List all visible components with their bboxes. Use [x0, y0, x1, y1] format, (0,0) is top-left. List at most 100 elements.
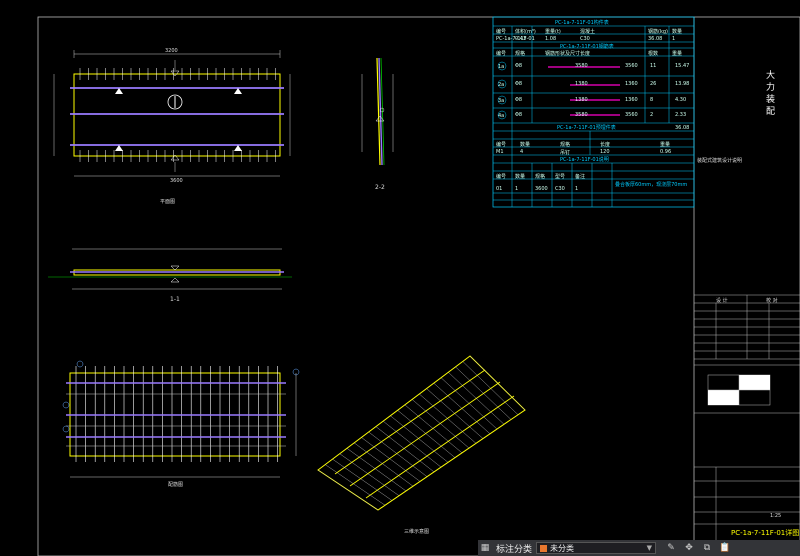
table-cell: 2 — [650, 112, 654, 118]
table-title-bot: PC-1a-7-11F-01说明 — [560, 157, 609, 163]
section-2-2 — [361, 57, 394, 166]
table-cell: 8 — [650, 97, 654, 103]
table-header-cell: 长度 — [580, 51, 591, 57]
cad-line — [346, 448, 407, 492]
category-select[interactable]: 未分类 ▼ — [536, 542, 657, 554]
cad-line — [397, 410, 456, 458]
table-header-cell: 数量 — [520, 142, 531, 148]
section-11-label: 1-1 — [170, 296, 180, 303]
table-header-cell: 编号 — [496, 142, 507, 148]
cad-line — [411, 399, 470, 449]
paste-icon[interactable]: 📋 — [719, 543, 731, 553]
iso-view-label: 三维示意图 — [404, 529, 430, 535]
table-cell: C30 — [580, 36, 590, 42]
cad-line — [375, 426, 435, 473]
table-header-cell: 钢筋形状及尺寸 — [545, 51, 581, 57]
table-header-cell: 重量(t) — [545, 29, 561, 35]
table-header-cell: 数量 — [515, 174, 526, 180]
table-header-cell: 混凝土 — [580, 29, 596, 35]
table-cell: 2a — [498, 82, 505, 88]
rebar-plan-label: 配筋图 — [168, 482, 184, 488]
copy-icon[interactable]: ⧉ — [703, 543, 711, 553]
cad-line — [419, 393, 477, 444]
table-cell: 1360 — [625, 97, 638, 103]
cad-line — [383, 420, 442, 468]
table-header-cell: 数量 — [672, 29, 683, 35]
cad-line — [332, 458, 393, 501]
table-header-cell: 规格 — [535, 174, 546, 180]
table-title-mid: PC-1a-7-11F-01钢筋表 — [560, 44, 614, 50]
category-select-value: 未分类 — [550, 543, 575, 553]
edit-icon[interactable]: ✎ — [667, 543, 675, 553]
table-header-cell: 体积(m³) — [515, 29, 536, 35]
table-cell: 0.96 — [660, 149, 672, 155]
cad-line — [361, 437, 421, 482]
title-block — [694, 294, 800, 542]
table-cell: 1380 — [575, 81, 588, 87]
cad-line — [426, 388, 484, 439]
table-header-cell: 重量 — [672, 51, 683, 57]
table-title-emb: PC-1a-7-11F-01预埋件表 — [557, 125, 616, 131]
company-name: 大力装配 — [766, 71, 776, 117]
table-cell: 01 — [496, 186, 503, 192]
section-22-label: 2-2 — [375, 184, 385, 191]
table-cell: C30 — [555, 186, 565, 192]
table-cell: 4a — [498, 113, 505, 119]
table-header-cell: 编号 — [496, 51, 507, 57]
table-cell: 26 — [650, 81, 657, 87]
category-color-swatch — [540, 544, 548, 552]
table-cell: Φ8 — [515, 97, 523, 103]
plan-view-label: 平面图 — [160, 199, 176, 205]
cad-line — [462, 361, 519, 415]
isometric-view — [317, 355, 526, 511]
cad-line — [455, 366, 512, 420]
table-cell: 1380 — [575, 97, 588, 103]
table-header-cell: 型号 — [555, 174, 566, 180]
table-header-cell: 编号 — [496, 174, 507, 180]
table-cell: 4.30 — [675, 97, 687, 103]
annotation-toolbar: ▦ 标注分类 未分类 ▼ ✎ ✥ ⧉ 📋 — [478, 540, 800, 556]
table-cell: 3580 — [575, 63, 588, 69]
plan-dim-mid: 3200 — [165, 48, 178, 54]
design-notes: 装配式建筑设计说明 — [697, 158, 743, 164]
grid-icon[interactable]: ▦ — [480, 543, 490, 553]
cad-line — [448, 372, 505, 425]
move-icon[interactable]: ✥ — [685, 543, 693, 553]
table-header-cell: 编号 — [496, 29, 507, 35]
cad-line — [433, 382, 491, 434]
table-cell: 13.98 — [675, 81, 690, 87]
table-header-cell: 备注 — [575, 174, 586, 180]
table-cell: Φ8 — [515, 63, 523, 69]
table-header-cell: 规格 — [560, 142, 571, 148]
table-header-cell: 根数 — [648, 51, 659, 57]
table-cell: 3560 — [625, 63, 638, 69]
table-cell: 11 — [650, 63, 657, 69]
table-cell: 120 — [600, 149, 610, 155]
label-check: 校 对 — [766, 298, 778, 304]
table-cell: 3560 — [625, 112, 638, 118]
rebar-plan — [62, 360, 300, 478]
table-header-cell: 长度 — [600, 142, 611, 148]
table-cell: 3600 — [535, 186, 548, 192]
table-cell: 0.43 — [515, 36, 527, 42]
table-cell: PC-1a-7-11F-01 — [496, 36, 535, 42]
cad-line — [317, 469, 379, 511]
table-cell: 1.08 — [545, 36, 557, 42]
table-cell: 3580 — [575, 112, 588, 118]
table-header-cell: 规格 — [515, 51, 526, 57]
label-design: 设 计 — [716, 298, 728, 304]
cad-line — [404, 404, 463, 454]
cad-line — [354, 442, 414, 487]
cad-line — [339, 453, 400, 496]
table-cell: 吊钉 — [560, 150, 571, 156]
table-cell: 36.08 — [648, 36, 663, 42]
table-cell: 2.33 — [675, 112, 687, 118]
table-cell: 1 — [672, 36, 676, 42]
scale-value: 1:25 — [770, 513, 782, 519]
cad-line — [368, 431, 428, 477]
rebar-table — [492, 16, 695, 208]
cad-line — [390, 415, 449, 463]
table-header-cell: 重量 — [660, 142, 671, 148]
plan-dim-total: 3600 — [170, 178, 183, 184]
